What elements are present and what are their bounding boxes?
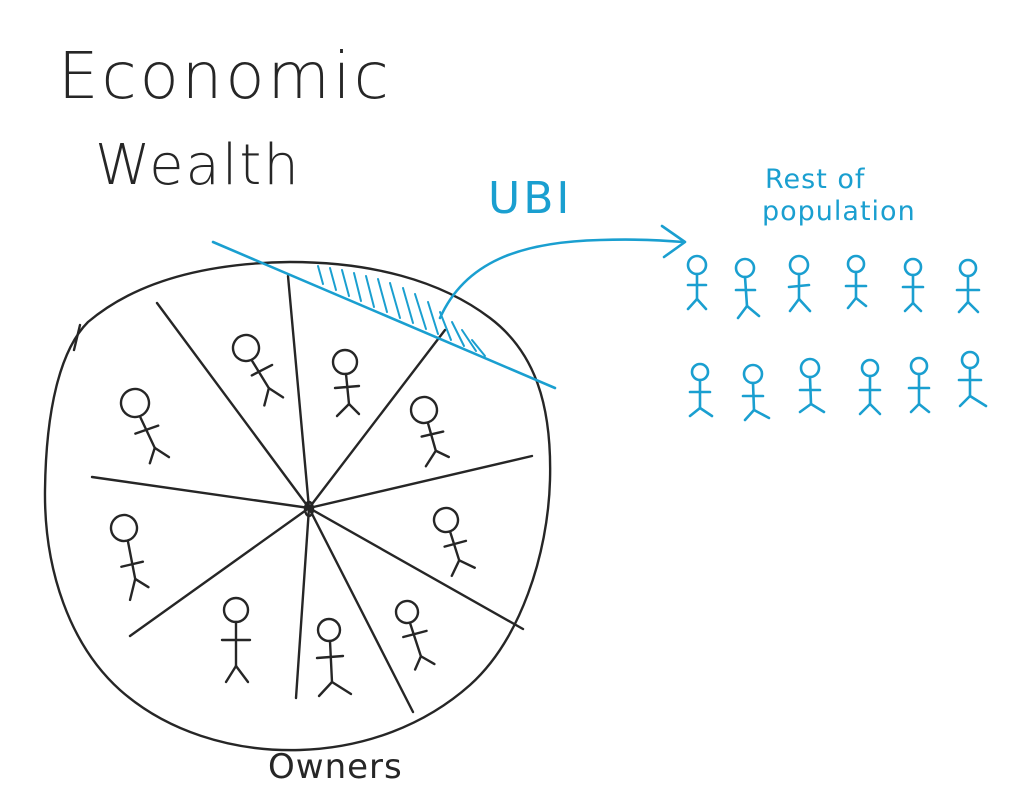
ubi-cut-line (211, 240, 557, 390)
ubi-label: UBI (488, 173, 572, 224)
pie-outline-stroke-tail (72, 323, 82, 352)
population-figures (686, 254, 988, 422)
owner-figures (109, 333, 476, 698)
stick-figure-icon (231, 333, 285, 407)
rest-label-line1: Rest of (765, 164, 866, 195)
stick-figure-icon (315, 617, 353, 698)
stick-figure-icon (957, 350, 988, 408)
curved-arrow-icon (438, 238, 685, 320)
stick-figure-icon (901, 257, 925, 313)
ubi-hatch (317, 265, 486, 357)
stick-figure-icon (787, 254, 812, 313)
pie-outline (43, 260, 552, 752)
pie-slice-dividers (90, 274, 534, 714)
stick-figure-icon (394, 599, 436, 671)
divider-6 (307, 506, 415, 714)
divider-4 (307, 454, 534, 510)
stick-figure-icon (109, 513, 150, 602)
divider-1 (155, 301, 311, 510)
stick-figure-icon (734, 257, 761, 320)
stick-figure-icon (432, 506, 476, 578)
owners-label: Owners (268, 747, 403, 787)
stick-figure-icon (220, 596, 252, 684)
stick-figure-icon (688, 362, 714, 418)
divider-8 (128, 506, 311, 638)
stick-figure-icon (409, 395, 450, 468)
rest-label-line2: population (762, 196, 916, 227)
stick-figure-icon (907, 356, 931, 414)
divider-9 (90, 475, 311, 510)
stick-figure-icon (844, 254, 868, 310)
title-line-wealth: Wealth (95, 133, 301, 198)
stick-figure-icon (119, 387, 171, 465)
stick-figure-icon (331, 348, 361, 418)
diagram-title: Economic Wealth (58, 40, 392, 198)
arrow-head (660, 224, 687, 259)
divider-7 (294, 506, 311, 700)
title-line-economic: Economic (58, 40, 392, 114)
ubi-section: UBI (211, 173, 687, 390)
wealth-pie: Owners (43, 260, 552, 787)
rest-of-population: Rest of population (686, 164, 988, 422)
divider-5 (307, 506, 525, 631)
divider-3 (307, 328, 447, 510)
stick-figure-icon (798, 357, 826, 414)
pie-center (303, 500, 315, 518)
stick-figure-icon (955, 258, 981, 314)
stick-figure-icon (686, 254, 708, 311)
stick-figure-icon (741, 363, 771, 422)
stick-figure-icon (858, 358, 882, 416)
divider-2 (286, 274, 311, 510)
